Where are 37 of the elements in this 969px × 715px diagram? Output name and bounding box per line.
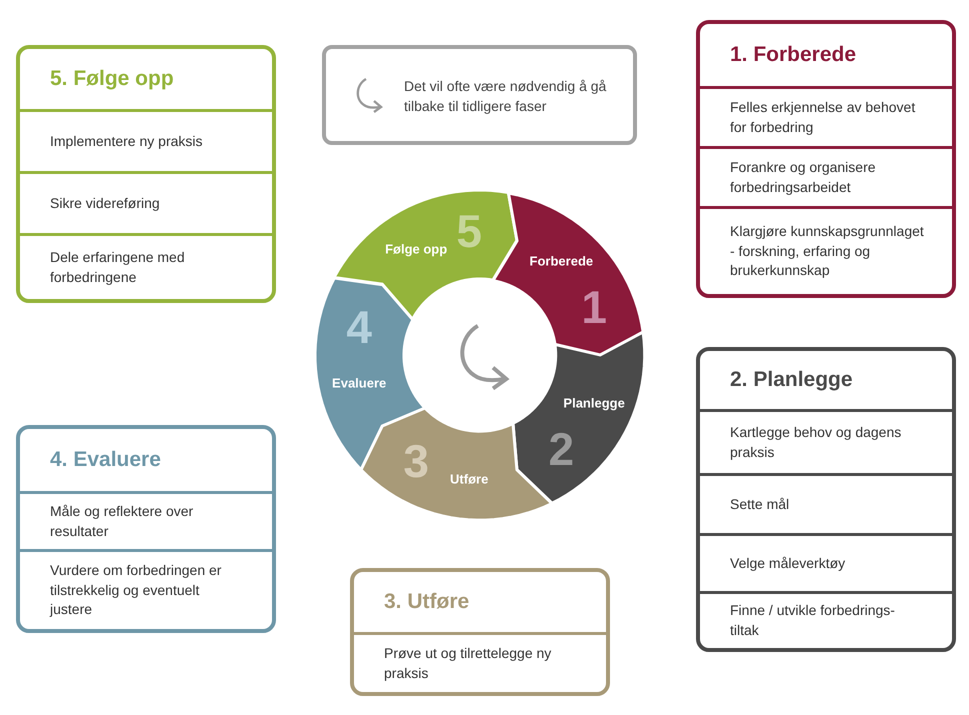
step-card — [696, 347, 956, 652]
task-text: Vurdere om forbedringen er tilstrekkelig og eventuelt justere — [50, 561, 222, 620]
task-text: Sette mål — [730, 494, 790, 514]
task-text: Måle og reflektere over resultater — [50, 502, 194, 540]
task-text: Dele erfaringene med forbedringene — [50, 248, 186, 287]
phase-label: Utføre — [450, 471, 488, 486]
step-card — [350, 568, 610, 696]
cycle-arrow-segment — [513, 332, 645, 504]
task-text: Implementere ny praksis — [50, 132, 203, 151]
phase-number: 5 — [456, 204, 482, 258]
step-card — [16, 45, 276, 303]
task-text: Klargjøre kunnskapsgrunnlaget - forskning, erfaring og brukerkunnskap — [730, 222, 924, 280]
cycle-arrow-segment — [493, 192, 644, 355]
phase-label: Evaluere — [332, 375, 386, 390]
phase-label: Planlegge — [563, 396, 625, 411]
phase-number: 1 — [581, 280, 607, 334]
phase-label: Følge opp — [385, 241, 448, 256]
note-box — [322, 45, 637, 145]
task-text: Sikre videreføring — [50, 194, 160, 213]
phase-number: 2 — [548, 422, 574, 476]
note-text: Det vil ofte være nødvendig å gå tilbake til tidligere faser — [404, 77, 608, 116]
step-heading: 2. Planlegge — [730, 368, 853, 392]
task-text: Velge måleverktøy — [730, 554, 846, 573]
phase-number: 3 — [403, 434, 429, 488]
step-card — [696, 20, 956, 298]
task-text: Prøve ut og tilrettelegge ny praksis — [384, 644, 552, 683]
task-text: Forankre og organisere forbedringsarbeidet — [730, 158, 877, 197]
step-heading: 5. Følge opp — [50, 67, 174, 91]
step-card — [16, 425, 276, 633]
phase-label: Forberede — [530, 254, 594, 269]
task-text: Finne / utvikle forbedrings- tiltak — [730, 601, 896, 640]
step-heading: 3. Utføre — [384, 590, 470, 614]
task-text: Kartlegge behov og dagens praksis — [730, 422, 902, 462]
step-heading: 4. Evaluere — [50, 448, 161, 472]
step-heading: 1. Forberede — [730, 43, 856, 67]
phase-number: 4 — [346, 300, 372, 354]
task-text: Felles erkjennelse av behovet for forbedring — [730, 98, 916, 137]
